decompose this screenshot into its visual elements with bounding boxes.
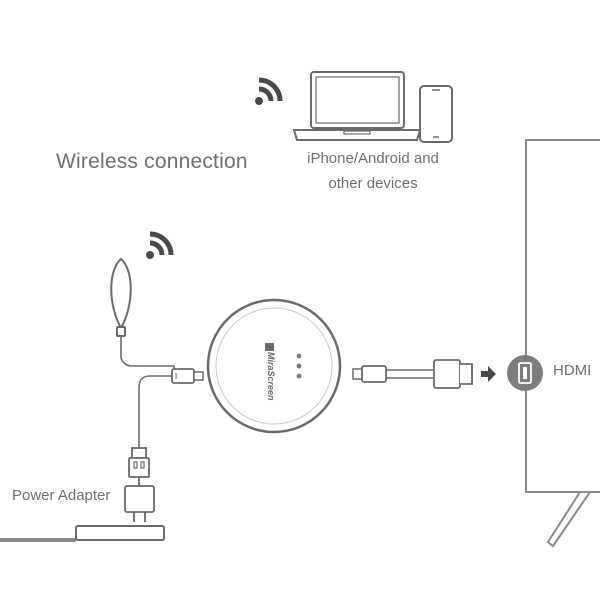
power-adapter-icon xyxy=(124,477,155,522)
devices-label-line2: other devices xyxy=(328,175,418,192)
micro-usb-cable xyxy=(138,368,204,452)
phone-icon xyxy=(419,85,453,143)
antenna-icon xyxy=(110,257,175,373)
arrow-right-icon xyxy=(481,366,496,382)
usb-plug-icon xyxy=(128,447,150,478)
wireless-connection-label: Wireless connection xyxy=(56,150,248,173)
devices-label-line1: iPhone/Android and xyxy=(307,150,439,167)
hdmi-label: HDMI xyxy=(553,362,592,379)
hdmi-cable xyxy=(352,365,434,383)
power-adapter-label: Power Adapter xyxy=(12,487,111,504)
tv-icon xyxy=(525,139,600,548)
power-strip xyxy=(0,525,165,542)
wifi-icon xyxy=(255,77,283,105)
wifi-icon xyxy=(146,231,174,259)
hdmi-port-icon xyxy=(507,355,543,391)
brand-label: MiraScreen xyxy=(266,352,276,401)
dongle-icon xyxy=(206,298,342,434)
laptop-icon xyxy=(292,71,422,141)
hdmi-plug-icon xyxy=(433,359,473,389)
